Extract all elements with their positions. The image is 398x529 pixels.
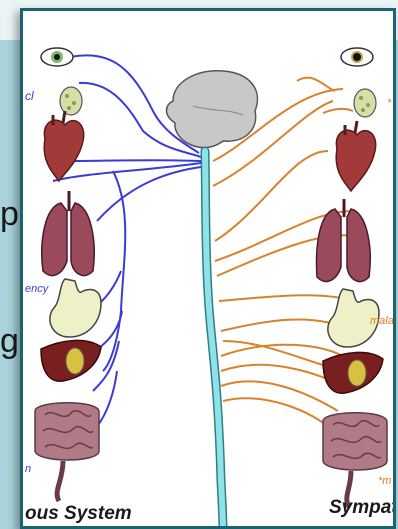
left-system-title: ous System — [25, 503, 132, 525]
left-label-bottom: n — [25, 463, 31, 475]
right-label-bottom: *m — [378, 475, 391, 487]
right-label-top: * — [387, 97, 391, 109]
right-salivary-gland-icon — [354, 89, 376, 117]
left-stomach-icon — [50, 279, 101, 337]
nervous-system-diagram-frame: cl ency n * mala *m ous System Sympat — [20, 8, 396, 529]
left-salivary-gland-icon — [60, 87, 82, 115]
right-eye-icon — [341, 48, 373, 66]
right-lungs-icon — [317, 199, 371, 282]
edge-char-upper: p — [0, 195, 19, 234]
right-intestine-icon — [323, 413, 387, 507]
left-liver-icon — [41, 340, 101, 381]
left-label-top: cl — [25, 89, 34, 103]
left-eye-icon — [41, 48, 73, 66]
brain-icon — [167, 71, 258, 148]
edge-char-lower: g — [0, 322, 19, 361]
left-heart-icon — [44, 111, 84, 181]
autonomic-nervous-system-diagram — [23, 11, 396, 529]
right-system-title: Sympat — [329, 497, 396, 519]
right-liver-icon — [323, 352, 383, 393]
left-lungs-icon — [42, 191, 94, 276]
right-heart-icon — [336, 121, 376, 191]
left-label-middle: ency — [25, 283, 48, 295]
right-label-middle: mala — [370, 315, 394, 327]
left-intestine-icon — [35, 403, 99, 501]
